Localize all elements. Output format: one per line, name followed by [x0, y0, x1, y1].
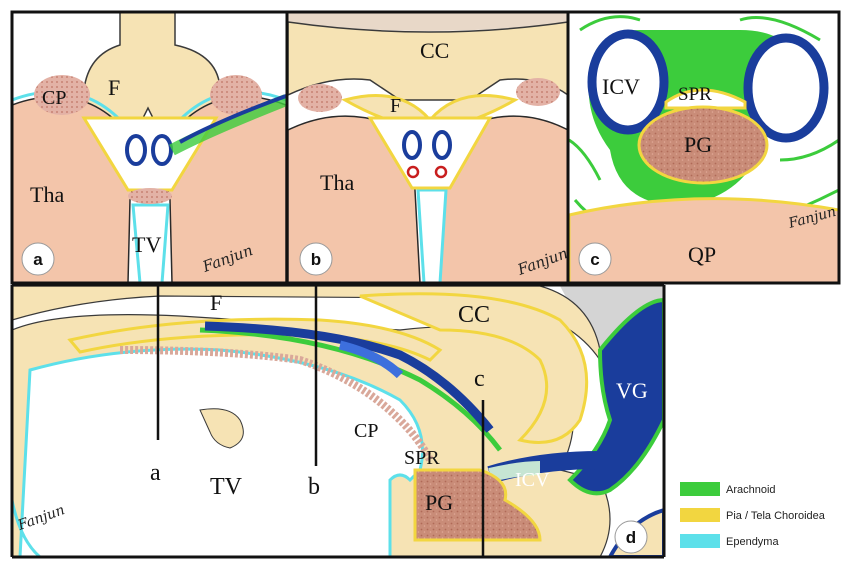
label-fornix: F [108, 75, 120, 100]
label-section-a: a [150, 460, 161, 486]
panel-a: CP F Tha TV Fanjun a [12, 12, 286, 283]
label-section-c: c [474, 366, 485, 392]
label-internal-cerebral-vein: ICV [602, 74, 640, 99]
legend-label: Pia / Tela Choroidea [726, 510, 826, 522]
legend: Arachnoid Pia / Tela Choroidea Ependyma [664, 286, 839, 557]
panel-b: CC F Tha Fanjun b [288, 12, 570, 283]
label-vein-of-galen: VG [616, 378, 648, 403]
label-thalamus: Tha [320, 170, 354, 195]
legend-item: Arachnoid [680, 482, 776, 496]
legend-swatch-ependyma [680, 534, 720, 548]
panel-c: ICV SPR PG QP Fanjun c [569, 12, 839, 283]
label-quadrigeminal-plate: QP [688, 242, 716, 267]
label-corpus-callosum: CC [458, 302, 490, 328]
panel-badge-label: d [626, 528, 636, 547]
label-choroid-plexus: CP [354, 420, 378, 442]
label-pineal-gland: PG [684, 132, 712, 157]
panel-badge-label: b [311, 250, 321, 269]
label-third-ventricle: TV [132, 232, 161, 257]
legend-swatch-pia [680, 508, 720, 522]
legend-label: Ependyma [726, 536, 779, 548]
label-section-b: b [308, 474, 320, 500]
label-third-ventricle: TV [210, 474, 243, 500]
panel-badge-label: c [590, 250, 599, 269]
label-suprapineal-recess: SPR [404, 447, 440, 469]
label-suprapineal-recess: SPR [678, 84, 712, 105]
label-corpus-callosum: CC [420, 38, 449, 63]
legend-item: Ependyma [680, 534, 779, 548]
label-internal-cerebral-vein: ICV [515, 469, 550, 491]
label-cp: CP [42, 87, 66, 109]
panel-badge-label: a [33, 250, 43, 269]
label-fornix: F [390, 95, 401, 117]
label-fornix: F [210, 290, 222, 315]
legend-swatch-arachnoid [680, 482, 720, 496]
legend-label: Arachnoid [726, 484, 776, 496]
legend-item: Pia / Tela Choroidea [680, 508, 826, 522]
label-pineal-gland: PG [425, 490, 453, 515]
label-thalamus: Tha [30, 182, 64, 207]
panel-d: F CC c VG CP a TV b SPR PG ICV Fanjun d [12, 286, 664, 557]
